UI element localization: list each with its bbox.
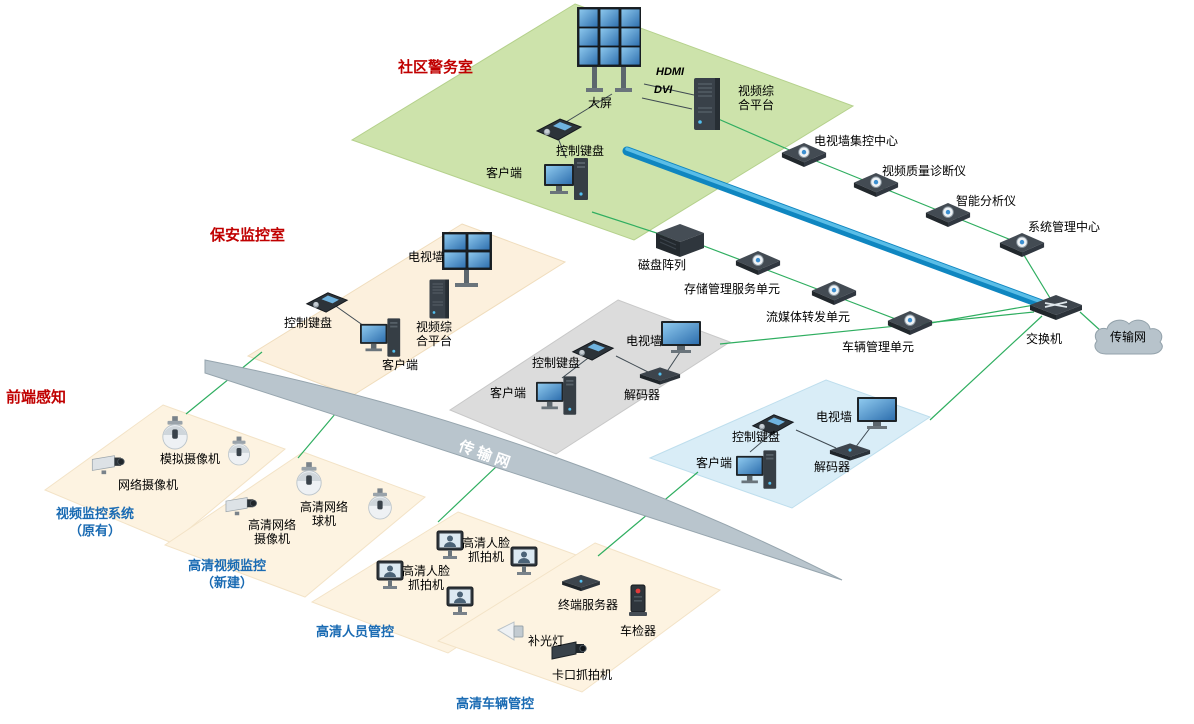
label-video-platform-top-line2: 合平台 <box>738 98 775 113</box>
label-hd-dome-line1: 高清网络 <box>300 500 349 514</box>
label-tvwall-security: 电视墙 <box>408 250 445 264</box>
label-keyboard-security: 控制键盘 <box>284 316 333 330</box>
label-video-platform-top-line1: 视频综 <box>738 84 775 98</box>
label-keyboard-blue: 控制键盘 <box>732 430 781 444</box>
stream-forward-unit-icon <box>810 280 858 307</box>
face-capture-camera-4-icon <box>446 586 474 618</box>
decoder-blue-icon <box>828 442 872 462</box>
backbone-fiber <box>622 146 1052 311</box>
zone-title-community: 社区警务室 <box>398 59 474 76</box>
hd-network-camera-icon <box>224 494 258 517</box>
terminal-server-icon <box>560 574 602 592</box>
zone-title-existing-line1: 视频监控系统 <box>55 506 134 521</box>
label-vehicle-detector: 车检器 <box>620 624 657 638</box>
client-top-icon <box>544 158 590 212</box>
label-stream-forward-unit: 流媒体转发单元 <box>766 310 851 324</box>
label-intelligent-analyzer: 智能分析仪 <box>956 194 1017 208</box>
label-client-security: 客户端 <box>382 358 419 372</box>
control-keyboard-security-icon <box>304 290 350 314</box>
label-switch: 交换机 <box>1026 332 1063 346</box>
video-platform-security-icon <box>426 278 454 320</box>
switch-icon <box>1028 294 1084 322</box>
label-face-capture-2-line1: 高清人脸 <box>402 564 451 578</box>
label-tvwall-gray: 电视墙 <box>626 334 663 348</box>
label-tvwall-blue: 电视墙 <box>816 410 853 424</box>
label-face-capture-1-line1: 高清人脸 <box>462 536 511 550</box>
label-decoder-blue: 解码器 <box>814 460 851 474</box>
label-decoder-gray: 解码器 <box>624 388 661 402</box>
label-face-capture-1: 高清人脸 抓拍机 <box>462 536 510 565</box>
label-video-platform-security-line2: 合平台 <box>416 334 453 349</box>
hd-dome-camera-2-icon <box>366 488 394 522</box>
disk-array-icon <box>652 222 708 258</box>
vehicle-mgmt-unit-icon <box>886 310 934 337</box>
label-hdmi: HDMI <box>656 66 685 78</box>
face-capture-camera-1-icon <box>436 530 464 562</box>
control-keyboard-top-icon <box>534 116 584 142</box>
storage-mgmt-unit-icon <box>734 250 782 277</box>
zone-community <box>350 3 855 241</box>
label-video-platform-top: 视频综 合平台 <box>738 84 774 113</box>
zone-title-existing-video: 视频监控系统 （原有） <box>40 506 150 540</box>
label-network-camera: 网络摄像机 <box>118 478 179 492</box>
label-client-top: 客户端 <box>486 166 523 180</box>
label-big-screen: 大屏 <box>588 96 613 110</box>
zone-title-hd-video-line1: 高清视频监控 <box>187 558 266 573</box>
label-system-mgmt-center: 系统管理中心 <box>1028 220 1101 234</box>
label-client-gray: 客户端 <box>490 386 527 400</box>
transport-network-ribbon <box>204 359 843 581</box>
label-tvwall-control-center: 电视墙集控中心 <box>814 134 899 148</box>
network-camera-icon <box>90 452 126 476</box>
system-mgmt-center-icon <box>998 232 1046 259</box>
label-hd-network-camera-line2: 摄像机 <box>254 532 291 547</box>
label-disk-array: 磁盘阵列 <box>638 258 687 272</box>
label-vehicle-mgmt-unit: 车辆管理单元 <box>842 340 915 354</box>
zone-title-hd-vehicle: 高清车辆管控 <box>456 696 535 711</box>
label-transport-cloud: 传输网 <box>1109 330 1146 344</box>
zone-title-security: 保安监控室 <box>210 227 286 244</box>
zone-title-existing-line2: （原有） <box>68 522 121 538</box>
client-gray-icon <box>536 376 578 426</box>
zone-title-hd-video: 高清视频监控 （新建） <box>172 558 282 592</box>
label-hd-network-camera-line1: 高清网络 <box>248 518 297 532</box>
face-capture-camera-2-icon <box>376 560 404 592</box>
label-video-platform-security: 视频综 合平台 <box>416 320 452 349</box>
tvwall-blue-icon <box>856 396 898 430</box>
label-hd-dome-line2: 球机 <box>312 514 337 529</box>
fill-light-icon <box>496 620 526 644</box>
label-client-blue: 客户端 <box>696 456 733 470</box>
zone-hd-vehicle <box>436 542 722 693</box>
label-checkpoint-camera: 卡口抓拍机 <box>552 668 613 682</box>
label-analog-camera: 模拟摄像机 <box>160 452 221 466</box>
analog-camera-icon <box>160 416 190 452</box>
label-keyboard-gray: 控制键盘 <box>532 356 581 370</box>
hd-dome-camera-icon <box>294 462 324 498</box>
label-keyboard-top: 控制键盘 <box>556 144 605 158</box>
label-face-capture-2: 高清人脸 抓拍机 <box>402 564 450 593</box>
label-terminal-server: 终端服务器 <box>558 598 619 612</box>
zone-title-frontend: 前端感知 <box>6 389 67 406</box>
analog-dome-2-icon <box>226 436 252 468</box>
backbone-fiber-highlight <box>625 147 1049 306</box>
label-video-platform-security-line1: 视频综 <box>416 320 453 334</box>
tvwall-gray-icon <box>660 320 702 354</box>
label-dvi: DVI <box>654 84 673 96</box>
face-capture-camera-3-icon <box>510 546 538 578</box>
big-screen-icon <box>576 6 642 94</box>
client-blue-icon <box>736 450 778 500</box>
decoder-gray-icon <box>638 366 682 386</box>
zone-hd-video <box>163 451 426 598</box>
label-face-capture-1-line2: 抓拍机 <box>468 550 505 565</box>
label-face-capture-2-line2: 抓拍机 <box>408 578 445 593</box>
label-hd-network-camera: 高清网络 摄像机 <box>248 518 296 547</box>
label-hd-dome-camera: 高清网络 球机 <box>300 500 348 529</box>
label-video-quality-diagnosis: 视频质量诊断仪 <box>882 164 967 178</box>
label-fill-light: 补光灯 <box>528 634 565 648</box>
label-storage-mgmt-unit: 存储管理服务单元 <box>684 282 781 296</box>
zone-title-hd-video-line2: （新建） <box>200 574 253 590</box>
vehicle-detector-icon <box>628 584 648 618</box>
video-platform-top-icon <box>690 76 726 132</box>
zone-title-hd-person: 高清人员管控 <box>316 624 395 639</box>
